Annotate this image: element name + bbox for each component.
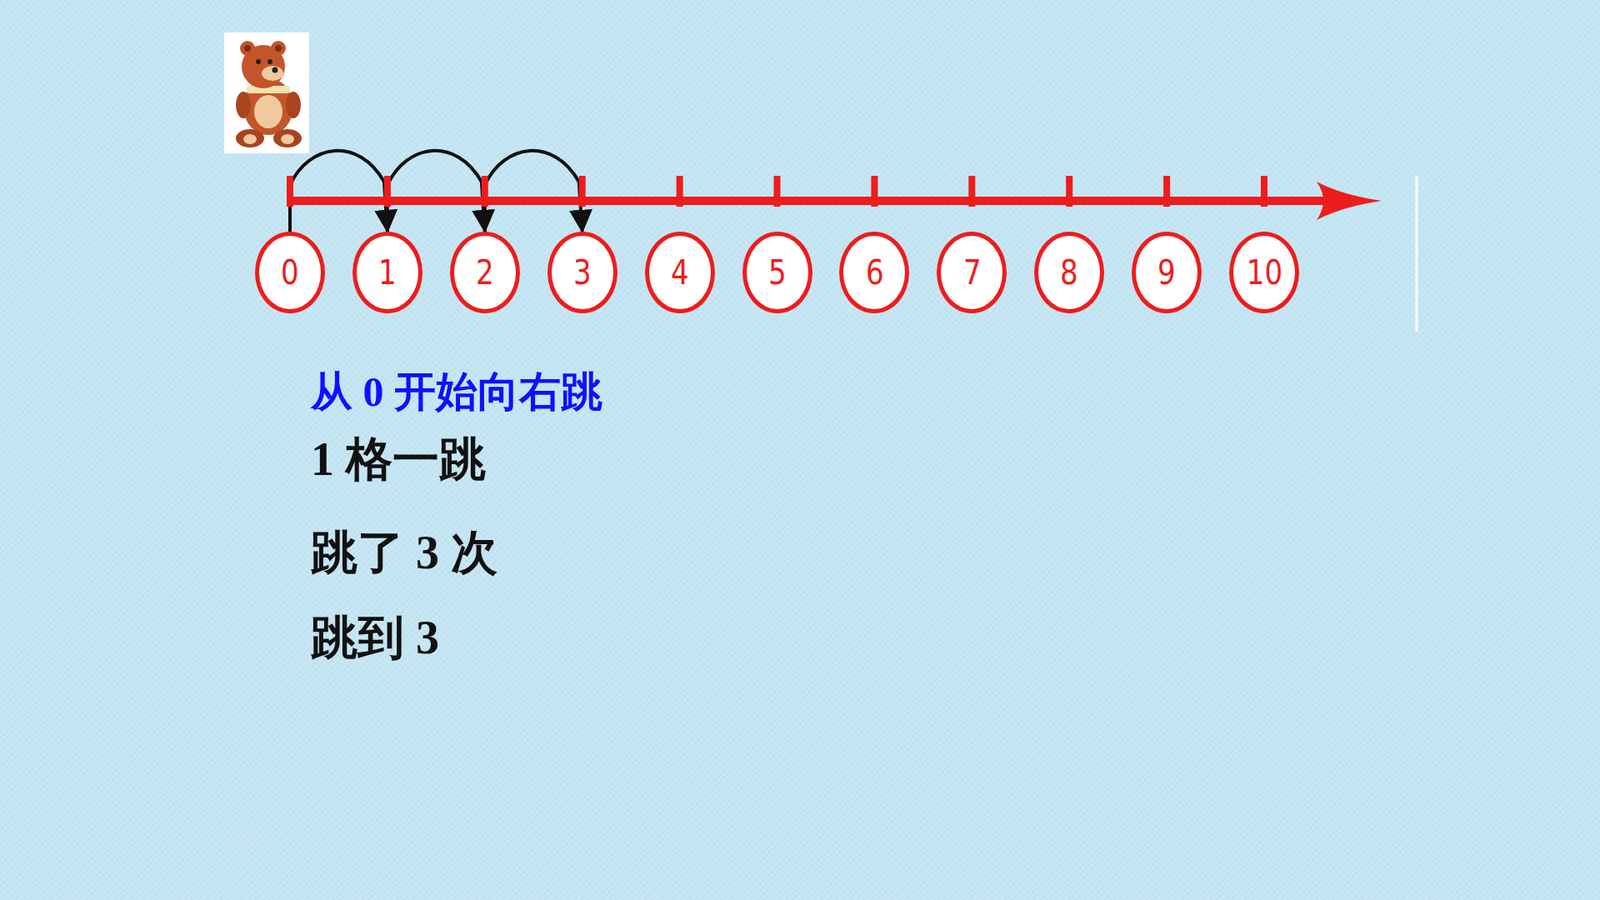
- number-circle: 3: [547, 231, 618, 314]
- number-text: 6: [865, 255, 885, 290]
- jump-arrow: [290, 150, 388, 232]
- bear-picture: [224, 32, 310, 154]
- axis-tick: [1163, 175, 1170, 207]
- axis-tick: [286, 175, 294, 207]
- axis-tick: [1065, 175, 1073, 207]
- number-text: 3: [573, 255, 592, 290]
- axis-tick: [774, 175, 781, 207]
- divider-line: [1415, 175, 1419, 332]
- jump-arrow: [387, 150, 485, 232]
- number-circle: 1: [352, 231, 423, 314]
- axis-tick: [676, 175, 684, 207]
- instruction-text: 跳到 3: [310, 610, 440, 666]
- number-circle: 0: [255, 231, 325, 314]
- number-circle: 6: [839, 231, 910, 314]
- number-text: 1: [378, 255, 397, 290]
- axis-tick: [870, 175, 878, 207]
- jump-arrow: [485, 150, 583, 232]
- number-circle: 5: [742, 231, 813, 314]
- number-circle: 7: [936, 231, 1007, 314]
- instruction-text: 1 格一跳: [310, 431, 486, 488]
- axis-tick: [968, 175, 975, 207]
- number-circle: 9: [1131, 231, 1202, 314]
- number-text: 8: [1060, 255, 1079, 290]
- number-text: 0: [280, 255, 300, 290]
- number-text: 10: [1245, 255, 1282, 290]
- axis-tick: [1260, 175, 1268, 207]
- number-circle: 2: [450, 231, 520, 314]
- number-text: 2: [475, 255, 495, 290]
- axis-tick: [579, 175, 586, 207]
- number-circle: 8: [1034, 231, 1105, 314]
- number-axis: [286, 181, 1382, 220]
- instruction-text: 跳了 3 次: [310, 525, 498, 581]
- number-circle: 4: [645, 231, 715, 314]
- axis-tick: [481, 175, 489, 207]
- number-text: 4: [670, 255, 690, 290]
- axis-tick: [384, 175, 391, 207]
- instruction-heading: 从 0 开始向右跳: [310, 366, 603, 417]
- number-circle: 10: [1229, 231, 1300, 314]
- number-text: 5: [768, 255, 787, 290]
- axis-ticks: [286, 175, 1268, 207]
- number-text: 9: [1157, 255, 1176, 290]
- number-text: 7: [962, 255, 981, 290]
